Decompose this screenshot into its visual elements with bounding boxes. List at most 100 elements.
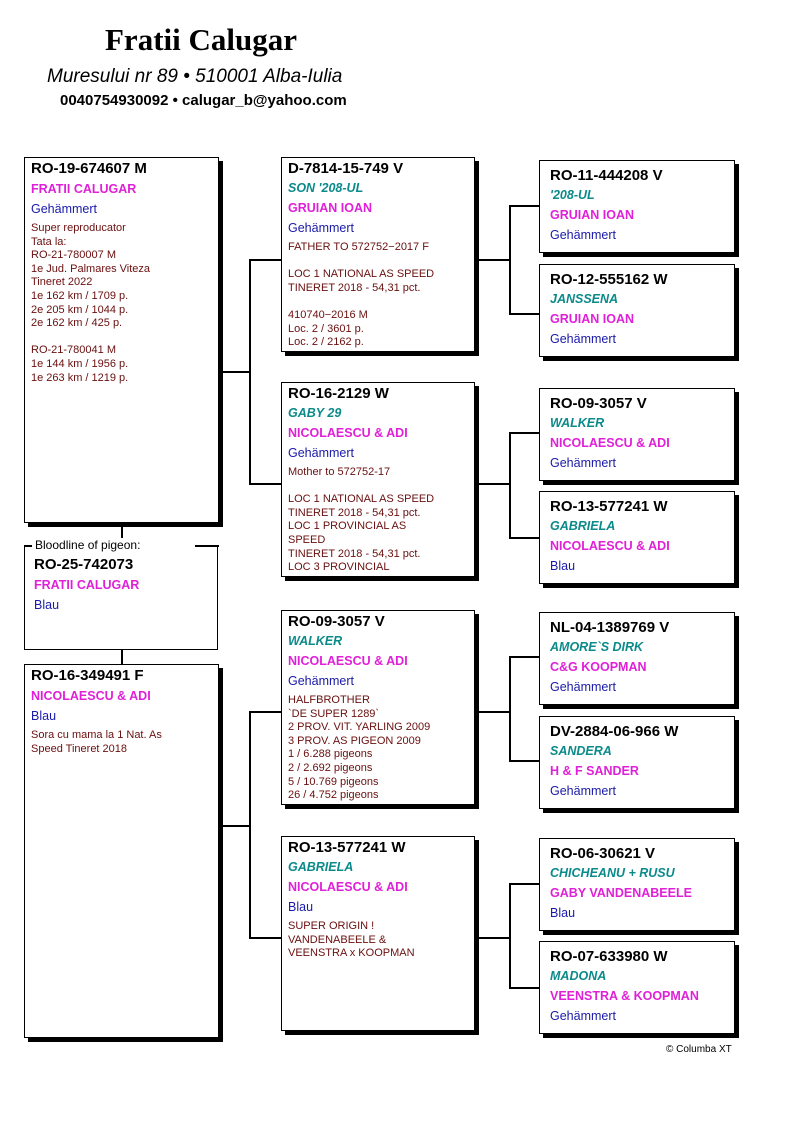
breeder-address: Muresului nr 89 • 510001 Alba-Iulia [47, 66, 343, 87]
connector-line [509, 656, 539, 658]
ssd-color: Gehämmert [550, 332, 616, 346]
dss-card[interactable]: NL-04-1389769 V AMORE`S DIRK C&G KOOPMAN… [539, 612, 735, 705]
connector-line [509, 432, 539, 434]
dam-ring: RO-16-349491 F [31, 667, 144, 684]
connector-line [509, 205, 511, 313]
connector-line [249, 937, 281, 939]
connector-line [475, 483, 509, 485]
bracket-tick [194, 545, 219, 547]
dam-color: Blau [31, 709, 57, 723]
sire-sire-owner: GRUIAN IOAN [288, 201, 373, 215]
dss-ring: NL-04-1389769 V [550, 619, 670, 636]
dam-dam-color: Blau [288, 900, 314, 914]
dam-sire-notes: HALFBROTHER `DE SUPER 1289` 2 PROV. VIT.… [288, 694, 431, 804]
sds-owner: NICOLAESCU & ADI [550, 436, 670, 450]
subject-pigeon: RO-25-742073 FRATII CALUGAR Blau [34, 556, 214, 614]
sire-notes: Super reproducator Tata la: RO-21-780007… [31, 222, 151, 384]
bloodline-label: Bloodline of pigeon: [32, 538, 144, 552]
ddd-ring: RO-07-633980 W [550, 948, 668, 965]
connector-line [249, 259, 281, 261]
dam-sire-color: Gehämmert [288, 674, 354, 688]
dds-color: Blau [550, 906, 576, 920]
connector-line [509, 987, 539, 989]
sire-ring: RO-19-674607 M [31, 160, 147, 177]
subject-ring: RO-25-742073 [34, 556, 134, 573]
breeder-contact: 0040754930092 • calugar_b@yahoo.com [60, 92, 347, 109]
sss-name: '208-UL [550, 188, 595, 202]
connector-line [219, 825, 249, 827]
connector-line [509, 656, 511, 760]
connector-line [509, 432, 511, 537]
dam-dam-ring: RO-13-577241 W [288, 839, 406, 856]
dsd-ring: DV-2884-06-966 W [550, 723, 679, 740]
ddd-color: Gehämmert [550, 1009, 616, 1023]
dam-card[interactable]: RO-16-349491 F NICOLAESCU & ADI Blau Sor… [24, 664, 219, 1038]
connector-line [219, 371, 249, 373]
ddd-owner: VEENSTRA & KOOPMAN [550, 989, 699, 1003]
connector-line [475, 259, 509, 261]
sss-owner: GRUIAN IOAN [550, 208, 635, 222]
dsd-card[interactable]: DV-2884-06-966 W SANDERA H & F SANDER Ge… [539, 716, 735, 809]
sss-ring: RO-11-444208 V [550, 167, 663, 184]
sds-card[interactable]: RO-09-3057 V WALKER NICOLAESCU & ADI Geh… [539, 388, 735, 481]
dds-name: CHICHEANU + RUSU [550, 866, 675, 880]
sdd-ring: RO-13-577241 W [550, 498, 668, 515]
dam-sire-card[interactable]: RO-09-3057 V WALKER NICOLAESCU & ADI Geh… [281, 610, 475, 805]
dam-owner: NICOLAESCU & ADI [31, 689, 151, 703]
ssd-name: JANSSENA [550, 292, 619, 306]
subject-owner: FRATII CALUGAR [34, 578, 140, 592]
dsd-name: SANDERA [550, 744, 612, 758]
connector-line [475, 711, 509, 713]
connector-line [121, 523, 123, 543]
dam-dam-card[interactable]: RO-13-577241 W GABRIELA NICOLAESCU & ADI… [281, 836, 475, 1031]
sire-dam-name: GABY 29 [288, 406, 342, 420]
sire-color: Gehämmert [31, 202, 97, 216]
dam-sire-name: WALKER [288, 634, 343, 648]
dss-owner: C&G KOOPMAN [550, 660, 647, 674]
connector-line [249, 259, 251, 483]
subject-frame [23, 545, 219, 650]
copyright: © Columba XT [666, 1044, 732, 1055]
sss-card[interactable]: RO-11-444208 V '208-UL GRUIAN IOAN Gehäm… [539, 160, 735, 253]
dss-name: AMORE`S DIRK [550, 640, 644, 654]
dam-sire-owner: NICOLAESCU & ADI [288, 654, 408, 668]
subject-color: Blau [34, 598, 60, 612]
connector-line [249, 711, 251, 937]
dsd-color: Gehämmert [550, 784, 616, 798]
connector-line [509, 205, 539, 207]
ssd-ring: RO-12-555162 W [550, 271, 668, 288]
sire-owner: FRATII CALUGAR [31, 182, 137, 196]
sds-ring: RO-09-3057 V [550, 395, 647, 412]
sire-dam-notes: Mother to 572752-17 LOC 1 NATIONAL AS SP… [288, 466, 435, 576]
bracket-tick [23, 545, 32, 547]
dds-card[interactable]: RO-06-30621 V CHICHEANU + RUSU GABY VAND… [539, 838, 735, 931]
breeder-name: Fratii Calugar [105, 22, 297, 57]
sds-color: Gehämmert [550, 456, 616, 470]
sire-sire-ring: D-7814-15-749 V [288, 160, 404, 177]
ddd-card[interactable]: RO-07-633980 W MADONA VEENSTRA & KOOPMAN… [539, 941, 735, 1034]
dsd-owner: H & F SANDER [550, 764, 639, 778]
connector-line [249, 711, 281, 713]
sss-color: Gehämmert [550, 228, 616, 242]
sire-dam-owner: NICOLAESCU & ADI [288, 426, 408, 440]
dds-ring: RO-06-30621 V [550, 845, 656, 862]
connector-line [509, 313, 539, 315]
dss-color: Gehämmert [550, 680, 616, 694]
connector-line [121, 650, 123, 664]
connector-line [509, 760, 539, 762]
sire-card[interactable]: RO-19-674607 M FRATII CALUGAR Gehämmert … [24, 157, 219, 523]
dam-dam-owner: NICOLAESCU & ADI [288, 880, 408, 894]
sdd-card[interactable]: RO-13-577241 W GABRIELA NICOLAESCU & ADI… [539, 491, 735, 584]
sire-sire-notes: FATHER TO 572752−2017 F LOC 1 NATIONAL A… [288, 241, 435, 351]
sire-dam-color: Gehämmert [288, 446, 354, 460]
ssd-card[interactable]: RO-12-555162 W JANSSENA GRUIAN IOAN Gehä… [539, 264, 735, 357]
sds-name: WALKER [550, 416, 605, 430]
sire-sire-color: Gehämmert [288, 221, 354, 235]
connector-line [509, 883, 511, 987]
ssd-owner: GRUIAN IOAN [550, 312, 635, 326]
sire-dam-card[interactable]: RO-16-2129 W GABY 29 NICOLAESCU & ADI Ge… [281, 382, 475, 577]
sire-dam-ring: RO-16-2129 W [288, 385, 389, 402]
connector-line [475, 937, 509, 939]
sire-sire-card[interactable]: D-7814-15-749 V SON '208-UL GRUIAN IOAN … [281, 157, 475, 352]
dam-sire-ring: RO-09-3057 V [288, 613, 385, 630]
